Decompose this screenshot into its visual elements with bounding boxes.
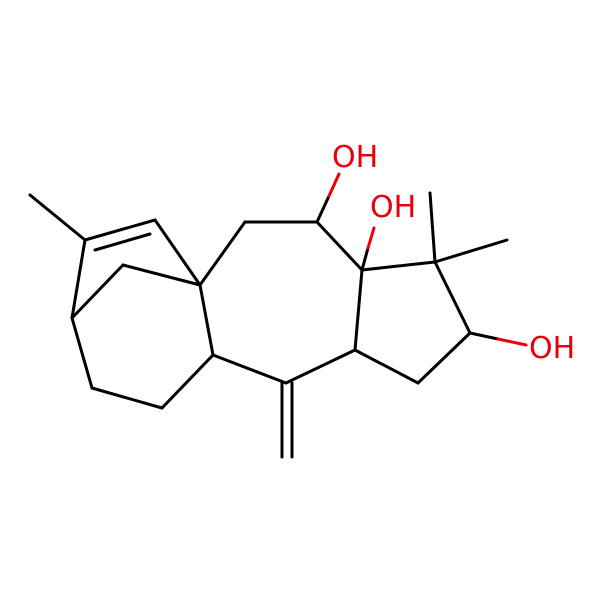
bond-alkene-double-outer <box>83 218 157 242</box>
bond-c-o-right-carbon-half <box>468 331 500 341</box>
bond-c-o-mid-carbon-half <box>360 246 370 272</box>
bond-alkene-bridgehead <box>70 238 87 320</box>
bond-c-o-top-oxygen-half <box>327 172 341 198</box>
bond-bridgehead-ch2 <box>70 316 94 390</box>
bond-ringfusion-quaternary <box>198 283 215 357</box>
bond-ch2-ch2 <box>90 386 164 410</box>
bond-alkene-double-inner <box>93 232 152 252</box>
bond-exomethylene-carbon-ringfusion <box>211 353 288 385</box>
bond-quaternary-ch2-top <box>198 220 247 287</box>
bond-c-o-right-oxygen-half <box>496 337 528 347</box>
bond-methyl-alkene <box>28 193 87 242</box>
bond-choh-coh <box>315 220 364 272</box>
bond-ringfusion-exomethylene-carbon <box>284 348 357 385</box>
bond-ch2-ringfusion-right <box>353 348 420 385</box>
bond-bridgehead-bridge <box>70 263 125 320</box>
bond-choh-ch2-ring <box>416 331 472 385</box>
bond-c-o-top-carbon-half <box>315 194 331 224</box>
hydroxyl-label-right: OH <box>529 331 575 366</box>
bond-ch2-ringfusion <box>160 353 215 410</box>
bond-methyl-right <box>433 238 509 264</box>
bond-methyl-up <box>428 191 437 264</box>
bond-coh-gem-dimethyl <box>360 260 437 272</box>
hydroxyl-label-mid: OH <box>370 190 416 225</box>
bond-coh-ringfusion-right <box>353 268 364 352</box>
bond-c-o-mid-oxygen-half <box>366 226 376 250</box>
bond-bridge-quaternary <box>121 263 202 287</box>
hydroxyl-label-top: OH <box>332 140 378 175</box>
bond-alkene-to-quaternary <box>153 218 202 287</box>
bond-gem-dimethyl-choh <box>433 260 472 335</box>
